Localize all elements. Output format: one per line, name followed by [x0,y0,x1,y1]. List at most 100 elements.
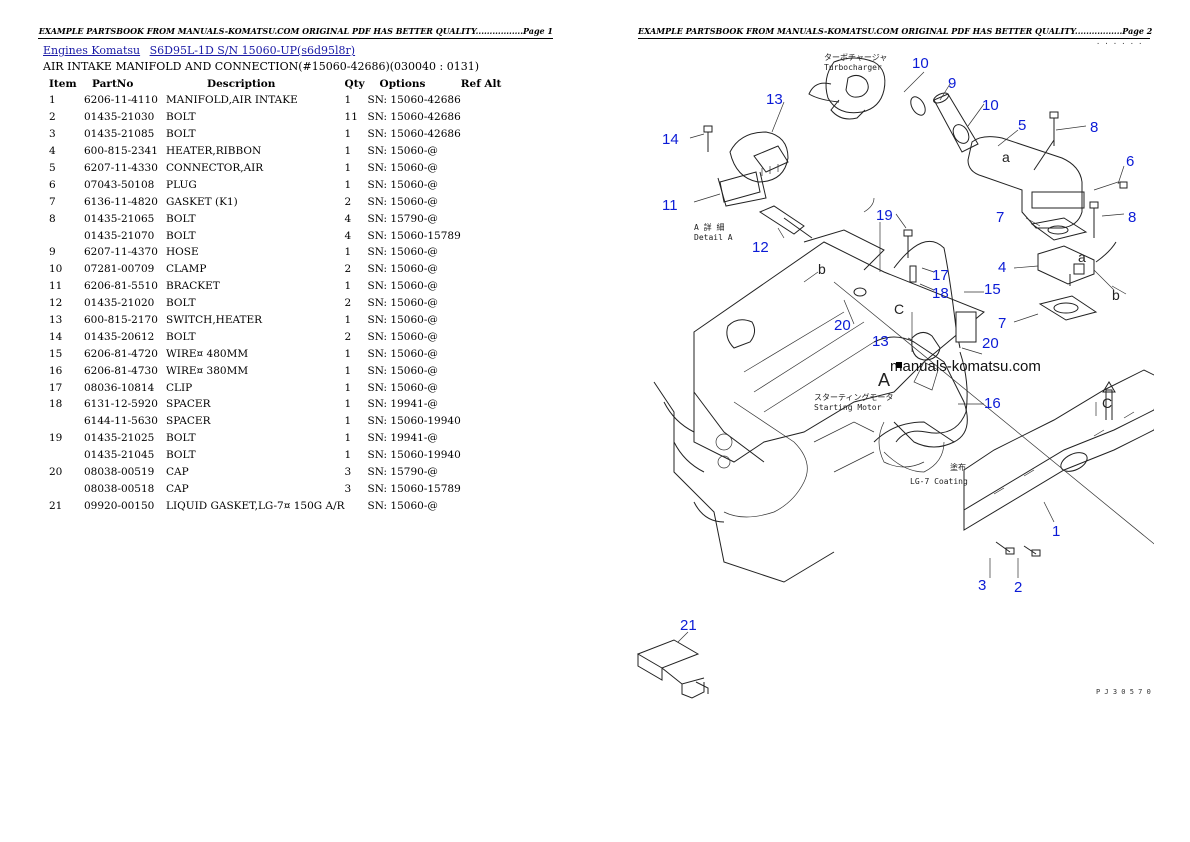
page-header-1: EXAMPLE PARTSBOOK FROM MANUALS-KOMATSU.C… [38,26,553,39]
table-header-row: Item PartNo Description Qty Options Ref … [43,76,506,92]
cell-description: BOLT [166,128,196,141]
cell-description: CONNECTOR,AIR [166,162,264,174]
cell-item: 17 [49,381,63,394]
header-partno: PartNo [92,78,134,90]
cell-options: SN: 15060-@ [367,195,438,208]
callout-7-top: 7 [996,209,1004,226]
cell-partno: 01435-20612 [84,330,155,343]
cell-description: BOLT [166,297,196,310]
cell-qty: 2 [344,297,352,310]
cell-options: SN: 19941-@ [367,398,438,411]
cell-qty: 4 [344,229,352,242]
cell-refalt [461,193,506,210]
callout-11: 11 [662,197,678,214]
callout-2: 2 [1014,579,1022,596]
cell-item [43,413,84,430]
cell-options: SN: 15060-@ [367,280,438,293]
cell-qty: 1 [344,449,352,462]
cell-description: BOLT [166,212,196,225]
starter-label-en: Starting Motor [814,403,882,412]
cell-item [43,227,84,244]
callout-20-left: 20 [834,317,851,334]
bolt-19-drawing [903,229,913,258]
cell-description: HOSE [166,246,199,259]
watermark-marker [896,362,902,368]
cell-qty: 1 [344,364,352,377]
intake-manifold-drawing [963,369,1154,531]
cell-options: SN: 15060-@ [367,263,438,276]
cell-qty: 1 [344,381,352,394]
callout-10-top: 10 [912,55,929,72]
page-header-1-text: EXAMPLE PARTSBOOK FROM MANUALS-KOMATSU.C… [38,26,553,36]
turbocharger-drawing [808,57,886,120]
header-description: Description [207,78,276,90]
cell-qty: 1 [344,128,352,141]
cell-qty: 1 [344,347,352,360]
cell-options: SN: 15060-@ [367,178,438,191]
cell-options: SN: 19941-@ [367,432,438,445]
page-header-2-text: EXAMPLE PARTSBOOK FROM MANUALS-KOMATSU.C… [638,26,1153,36]
cell-options: SN: 15790-@ [367,466,438,479]
callout-5: 5 [1018,117,1026,134]
cell-description: BRACKET [166,280,220,293]
cell-refalt [461,312,506,329]
cell-item: 6 [49,178,56,191]
parts-diagram: · · · · · · ターボチャージャ Turbocharger [636,42,1154,699]
cell-qty [345,497,368,514]
callout-4: 4 [998,259,1006,276]
cell-partno: 6206-11-4110 [84,94,158,107]
cell-item: 19 [49,432,63,445]
cap-drawing [853,287,867,297]
cell-partno: 6207-11-4330 [84,162,158,174]
cell-partno: 600-815-2170 [84,314,158,327]
callout-8-top: 8 [1090,119,1098,136]
watermark: manuals-komatsu.com [890,358,1041,375]
callout-9: 9 [948,75,956,92]
callout-17: 17 [932,267,949,284]
cell-partno: 01435-21020 [84,297,155,310]
cell-description: SWITCH,HEATER [166,314,263,327]
callout-16: 16 [984,395,1001,412]
liquid-gasket-tube-drawing [636,639,709,699]
breadcrumb-link-model[interactable]: S6D95L-1D S/N 15060-UP(s6d95l8r) [149,44,356,57]
letter-b-heater: b [1112,287,1120,303]
letter-c-engine: C [894,301,904,317]
letter-c-manifold: C [1102,395,1112,411]
cell-options: SN: 15060-@ [367,364,438,377]
detail-label-jp: A 詳 細 [694,222,724,232]
cell-refalt [461,362,506,379]
cell-options: SN: 15060-15789 [367,229,461,242]
letter-a-heater: a [1078,249,1086,265]
clamp-upper-drawing [910,96,926,116]
cell-qty: 1 [344,246,352,259]
cell-refalt [461,210,506,227]
cell-options: SN: 15060-@ [367,347,438,360]
cell-partno: 6144-11-5630 [84,415,158,428]
cell-partno: 6206-81-4730 [84,364,158,377]
cell-partno: 600-815-2341 [84,145,158,158]
cell-description: BOLT [166,330,196,343]
cell-item: 3 [49,128,56,141]
callout-7-bottom: 7 [998,315,1006,332]
cell-options: SN: 15060-@ [367,297,438,310]
callout-12: 12 [752,239,769,256]
cell-item: 2 [49,111,56,124]
cell-description: SPACER [166,415,211,428]
header-item: Item [49,78,77,90]
cell-options: SN: 15060-19940 [367,415,461,428]
header-refalt: Ref Alt [460,78,502,90]
header-qty: Qty [344,78,365,90]
breadcrumb-link-engines[interactable]: Engines Komatsu [43,44,141,57]
cell-item [43,480,84,497]
cell-qty: 1 [344,178,352,191]
